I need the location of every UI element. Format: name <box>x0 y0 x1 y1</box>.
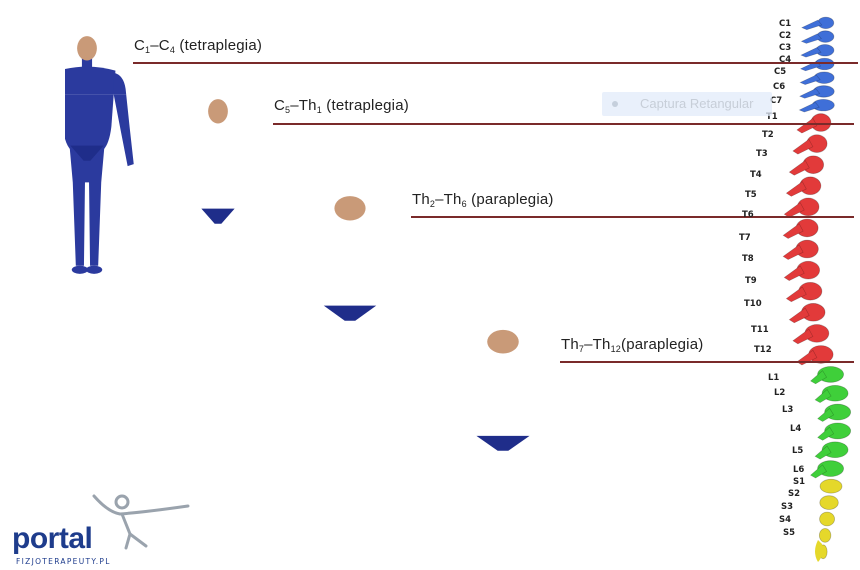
spinous-process <box>793 329 813 344</box>
level-label-4: Th7–Th12(paraplegia) <box>561 336 703 354</box>
vertebra-label-t8: T8 <box>742 254 754 264</box>
vertebra-S2 <box>820 496 839 510</box>
logo-word: portal <box>12 522 92 556</box>
vertebra-label-c5: C5 <box>774 67 786 77</box>
stickman-icon <box>86 490 196 550</box>
vertebra-label-s5: S5 <box>783 528 795 538</box>
spinous-process <box>784 266 804 281</box>
vertebra-label-t9: T9 <box>745 276 757 286</box>
spinous-process <box>799 102 819 112</box>
spinous-process <box>800 89 820 99</box>
vertebra-label-t2: T2 <box>762 130 774 140</box>
vertebra-label-t11: T11 <box>751 325 769 335</box>
spine-cervical <box>799 17 834 112</box>
portal-logo: portal FIZJOTERAPEUTY.PL <box>8 492 198 568</box>
vertebra-label-t6: T6 <box>742 210 754 220</box>
level-line-1 <box>133 62 858 64</box>
spinous-process <box>797 118 817 133</box>
logo-subtitle: FIZJOTERAPEUTY.PL <box>16 557 111 566</box>
spinous-process <box>783 224 803 239</box>
vertebra-label-c6: C6 <box>773 82 785 92</box>
spinous-process <box>783 245 803 260</box>
vertebra-label-s1: S1 <box>793 477 805 487</box>
capture-overlay-text: Captura Retangular <box>640 96 753 111</box>
vertebra-label-t4: T4 <box>750 170 762 180</box>
record-dot-icon <box>612 101 618 107</box>
spinous-process <box>786 182 806 197</box>
spine-lumbar <box>811 367 851 478</box>
vertebra-label-t7: T7 <box>739 233 751 243</box>
vertebra-label-s4: S4 <box>779 515 791 525</box>
spinous-process <box>786 287 806 302</box>
level-line-4 <box>560 361 854 363</box>
spinous-process <box>793 139 813 154</box>
coccyx <box>815 540 823 562</box>
vertebra-label-l6: L6 <box>793 465 804 475</box>
spinous-process <box>802 20 822 30</box>
vertebra-label-t5: T5 <box>745 190 757 200</box>
level-line-2 <box>273 123 854 125</box>
vertebra-label-l4: L4 <box>790 424 801 434</box>
vertebra-label-s3: S3 <box>781 502 793 512</box>
spine-sacral <box>819 479 842 558</box>
vertebra-label-t10: T10 <box>744 299 762 309</box>
spinous-process <box>789 308 809 323</box>
level-line-3 <box>411 216 854 218</box>
vertebra-label-c2: C2 <box>779 31 791 41</box>
vertebra-label-c1: C1 <box>779 19 791 29</box>
vertebra-label-t3: T3 <box>756 149 768 159</box>
vertebra-label-l2: L2 <box>774 388 785 398</box>
vertebra-label-l3: L3 <box>782 405 793 415</box>
spine-thoracic <box>783 114 833 365</box>
vertebra-label-c3: C3 <box>779 43 791 53</box>
vertebra-label-l5: L5 <box>792 446 803 456</box>
vertebra-label-s2: S2 <box>788 489 800 499</box>
spinous-process <box>801 34 821 44</box>
vertebra-S1 <box>820 479 842 493</box>
spinous-process <box>801 48 821 58</box>
vertebra-S3 <box>820 512 835 526</box>
vertebra-label-c4: C4 <box>779 55 791 65</box>
spinous-process <box>800 75 820 85</box>
vertebra-S4 <box>819 529 831 543</box>
vertebra-label-t12: T12 <box>754 345 772 355</box>
level-label-2: C5–Th1 (tetraplegia) <box>274 97 409 115</box>
spinous-process <box>789 160 809 175</box>
level-label-1: C1–C4 (tetraplegia) <box>134 37 262 55</box>
level-label-3: Th2–Th6 (paraplegia) <box>412 191 554 209</box>
capture-overlay: Captura Retangular <box>602 92 772 116</box>
vertebra-label-l1: L1 <box>768 373 779 383</box>
